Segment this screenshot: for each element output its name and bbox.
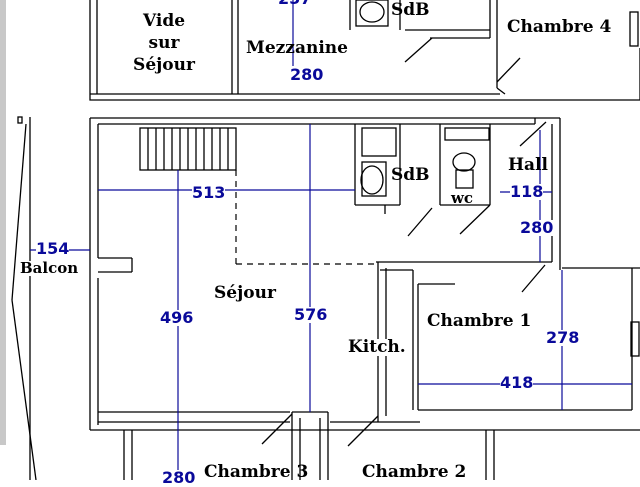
dim-sejour-height-mid: 576 — [294, 305, 328, 324]
label-vide-line1: Vide — [142, 11, 186, 31]
dim-sejour-height-left: 496 — [160, 308, 194, 327]
label-vide-sur-sejour: Vide sur Séjour — [118, 10, 210, 76]
label-sejour: Séjour — [214, 283, 276, 303]
dim-balcon-width: 154 — [36, 239, 70, 258]
dim-chambre1-width: 418 — [500, 373, 534, 392]
dim-mezz-width: 280 — [290, 65, 324, 84]
dim-sejour-width: 513 — [192, 183, 226, 202]
dim-hall-width: 118 — [510, 182, 544, 201]
dim-chambre3-width: 280 — [162, 468, 196, 487]
label-chambre3: Chambre 3 — [204, 462, 309, 482]
label-vide-line2: sur — [148, 33, 180, 53]
dim-hall-length: 280 — [520, 218, 554, 237]
label-mezzanine: Mezzanine — [246, 38, 348, 58]
label-kitch: Kitch. — [348, 337, 406, 357]
label-sdb-upper: SdB — [391, 0, 430, 20]
label-balcon: Balcon — [20, 259, 79, 277]
dim-chambre1-height: 278 — [546, 328, 580, 347]
label-chambre4: Chambre 4 — [507, 17, 612, 37]
side-strip — [0, 0, 6, 445]
label-chambre2: Chambre 2 — [362, 462, 467, 482]
label-sdb-lower: SdB — [391, 165, 430, 185]
label-vide-line3: Séjour — [133, 55, 195, 75]
label-chambre1: Chambre 1 — [427, 311, 532, 331]
lower-floor-walls — [11, 116, 640, 480]
label-wc: wc — [451, 189, 474, 207]
dim-mezz-top: 257 — [278, 0, 311, 7]
label-hall: Hall — [508, 155, 548, 175]
mezzanine-edge-dashed — [235, 170, 376, 265]
upper-floor-walls — [89, 0, 640, 101]
